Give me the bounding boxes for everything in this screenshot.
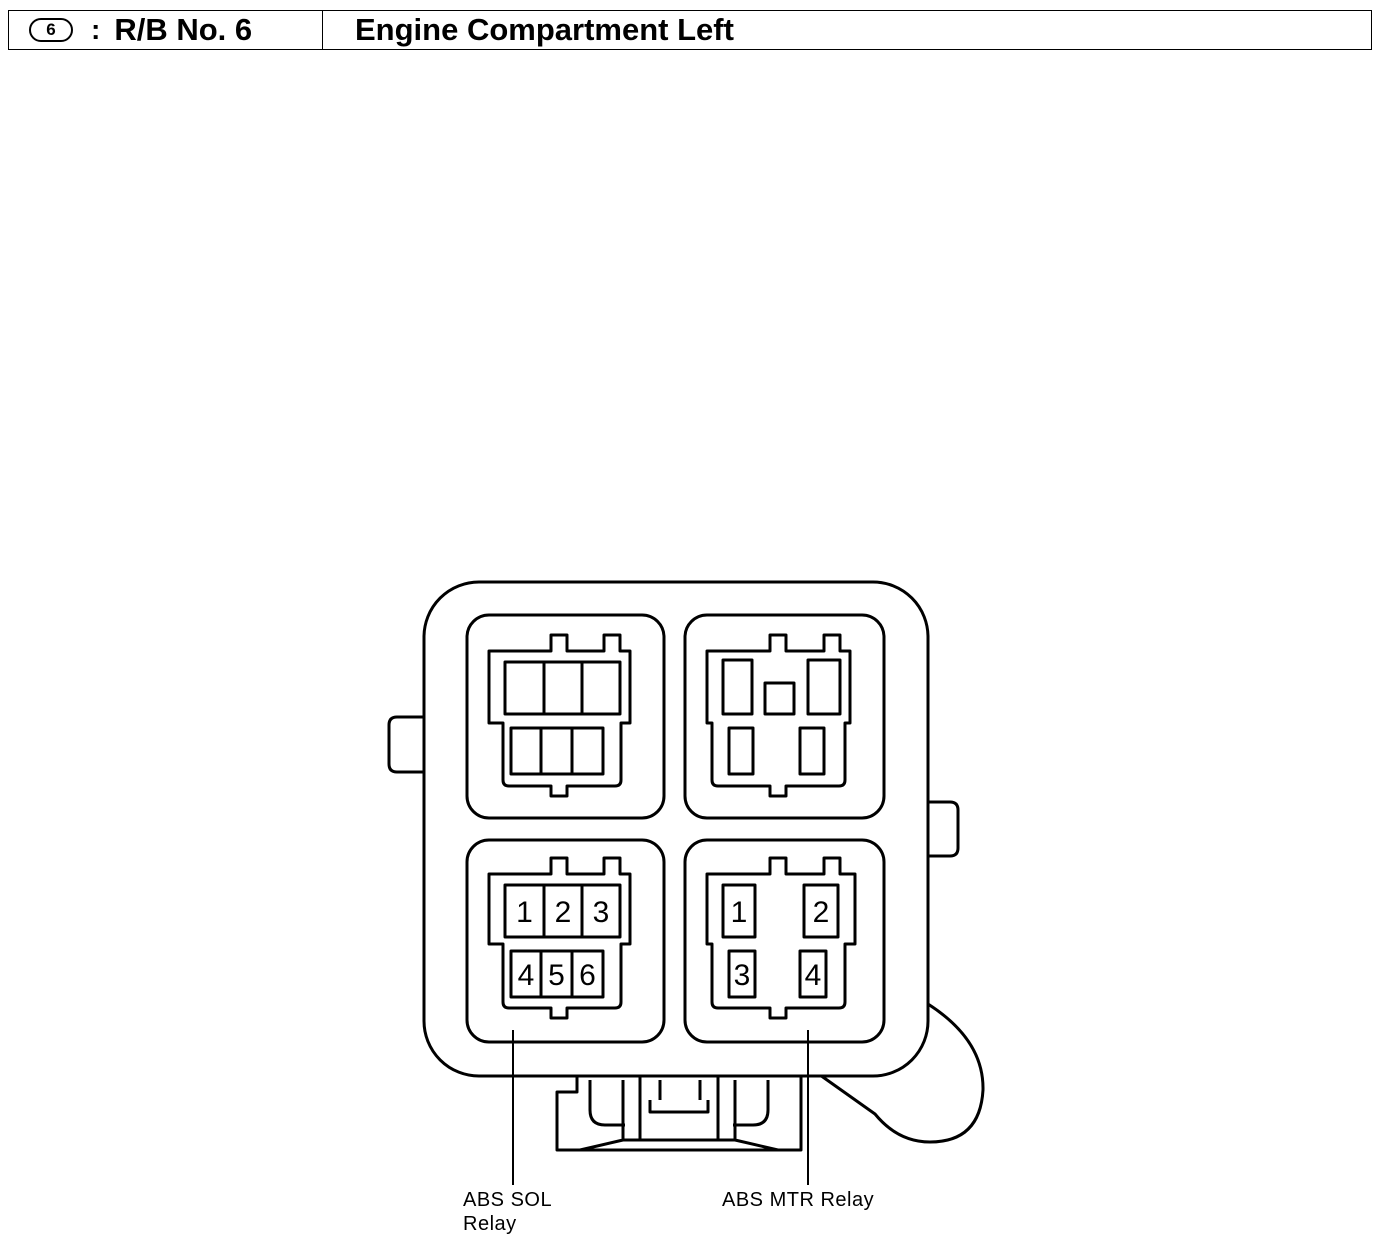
terminal-number: 1 — [731, 896, 748, 929]
abs-sol-relay-label: ABS SOL Relay — [463, 1188, 552, 1236]
socket-cavity — [763, 681, 796, 716]
abs-sol-terminal-6: 6 — [570, 949, 605, 999]
terminal-cavity — [721, 883, 757, 939]
socket-frame-top-right — [683, 613, 886, 820]
socket-cavity — [721, 658, 754, 716]
abs-mtr-terminal-cavities: 1 2 3 4 — [721, 883, 840, 999]
abs-sol-label-line1: ABS SOL — [463, 1189, 553, 1211]
abs-mtr-terminal-1: 1 — [721, 883, 757, 939]
abs-sol-label-line2: Relay — [463, 1213, 517, 1235]
terminal-cavity — [802, 883, 840, 939]
terminal-number: 2 — [813, 896, 830, 929]
socket-cavity — [806, 658, 842, 716]
socket-abs-sol-outline — [487, 856, 632, 1020]
socket-top-left-outline — [487, 633, 632, 798]
cable-boot — [819, 1002, 985, 1144]
terminal-number: 2 — [555, 896, 572, 929]
terminal-number: 5 — [548, 959, 565, 992]
socket-cavity — [727, 726, 755, 776]
socket-cavity — [570, 726, 605, 776]
left-mounting-tab — [387, 715, 425, 774]
connector-badge: 6 — [29, 18, 73, 42]
socket-abs-mtr-outline — [705, 856, 857, 1020]
terminal-number: 4 — [805, 959, 822, 992]
socket-frame-bottom-right — [683, 838, 886, 1044]
terminal-number: 3 — [734, 959, 751, 992]
socket-frame-bottom-left — [465, 838, 666, 1044]
abs-mtr-terminal-3: 3 — [727, 949, 757, 999]
header-title: Engine Compartment Left — [355, 12, 734, 47]
terminal-number: 6 — [579, 959, 596, 992]
header-id-cell: 6 : R/B No. 6 — [9, 11, 323, 49]
terminal-cavity — [580, 883, 622, 939]
terminal-cavity — [570, 949, 605, 999]
relay-block-housing — [422, 580, 930, 1078]
terminal-number: 3 — [593, 896, 610, 929]
bottom-connector — [555, 1075, 803, 1152]
socket-cavity — [580, 660, 622, 716]
abs-sol-terminal-3: 3 — [580, 883, 622, 939]
abs-mtr-terminal-4: 4 — [798, 949, 828, 999]
socket-top-right-outline — [705, 633, 852, 798]
socket-cavity — [798, 726, 826, 776]
terminal-number: 4 — [518, 959, 535, 992]
terminal-cavity — [727, 949, 757, 999]
diagram-header: 6 : R/B No. 6 Engine Compartment Left — [8, 10, 1372, 50]
abs-mtr-relay-label: ABS MTR Relay — [722, 1189, 875, 1211]
terminal-number: 1 — [516, 896, 533, 929]
abs-mtr-terminal-2: 2 — [802, 883, 840, 939]
relay-block-code: R/B No. 6 — [114, 12, 253, 47]
terminal-cavity — [798, 949, 828, 999]
socket-frame-top-left — [465, 613, 666, 820]
right-mounting-tab — [928, 800, 960, 858]
header-colon: : — [91, 14, 101, 45]
